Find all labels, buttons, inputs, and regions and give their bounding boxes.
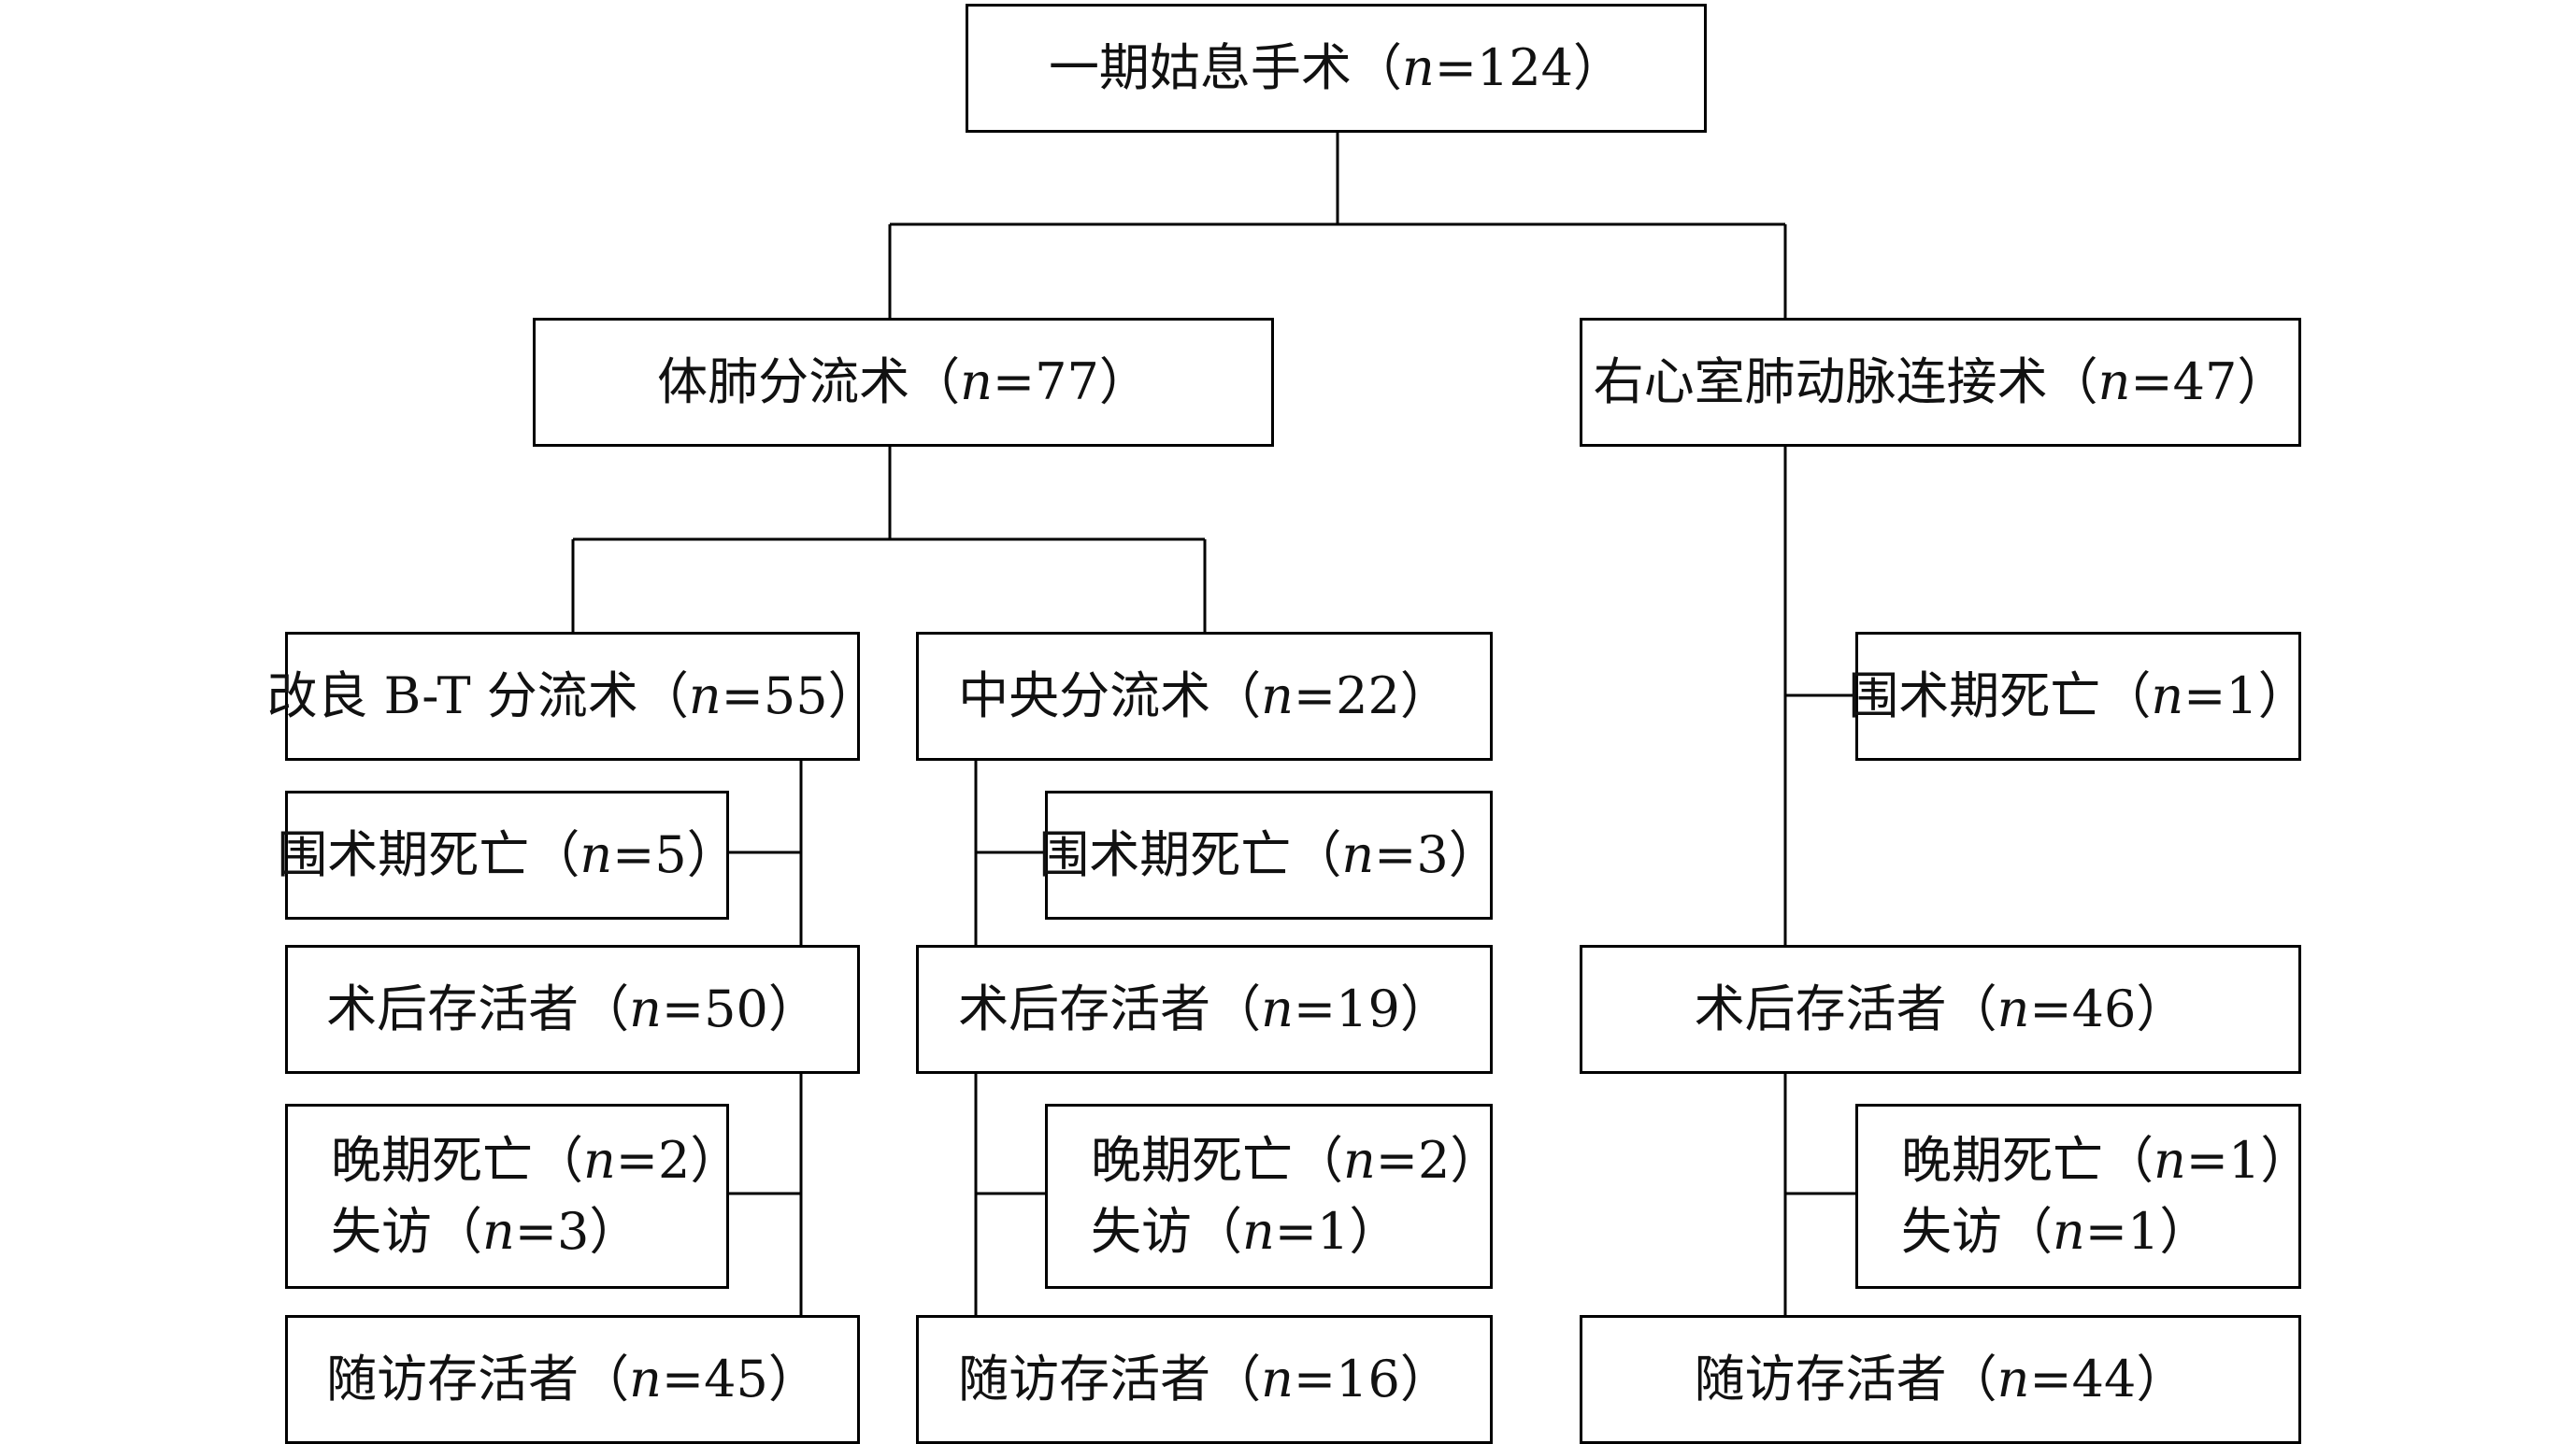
- node-mbt-late-death-lost: 晚期死亡（n=2） 失访（n=3）: [285, 1104, 740, 1289]
- node-label: 体肺分流术: [657, 352, 910, 412]
- n-symbol: n: [1341, 825, 1375, 885]
- node-rvpa-perioperative-death: 围术期死亡（n=1）: [1848, 632, 2309, 761]
- node-text: 右心室肺动脉连接术（n=47）: [1593, 352, 2288, 412]
- node-text: 围术期死亡（n=3）: [1038, 825, 1499, 885]
- node-count: 16: [1336, 1350, 1400, 1409]
- n-symbol: n: [960, 352, 993, 412]
- n-symbol: n: [1261, 666, 1294, 726]
- node-text: 中央分流术（n=22）: [958, 666, 1451, 726]
- node-count: 1: [1317, 1202, 1350, 1261]
- node-count: 3: [1416, 825, 1449, 885]
- node-label: 右心室肺动脉连接术: [1593, 352, 2048, 412]
- node-label: 失访: [1091, 1202, 1192, 1261]
- node-label: 术后存活者: [958, 979, 1211, 1039]
- node-count: 1: [2127, 1202, 2160, 1261]
- node-label: 改良 B-T 分流术: [266, 666, 638, 726]
- n-symbol: n: [1343, 1131, 1376, 1191]
- node-rvpa-followup-survivors: 随访存活者（n=44）: [1580, 1315, 2301, 1444]
- n-symbol: n: [629, 979, 662, 1039]
- node-central-shunt: 中央分流术（n=22）: [916, 632, 1493, 761]
- node-label: 晚期死亡: [1901, 1131, 2103, 1191]
- n-symbol: n: [1996, 1350, 2030, 1409]
- node-text: 围术期死亡（n=5）: [277, 825, 737, 885]
- node-count: 77: [1035, 352, 1099, 412]
- node-count: 1: [2228, 1131, 2261, 1191]
- node-text: 围术期死亡（n=1）: [1848, 666, 2309, 726]
- node-count: 2: [658, 1131, 691, 1191]
- n-symbol: n: [629, 1350, 662, 1409]
- n-symbol: n: [482, 1202, 515, 1261]
- node-count: 5: [654, 825, 687, 885]
- node-central-late-death-lost: 晚期死亡（n=2） 失访（n=1）: [1045, 1104, 1500, 1289]
- node-central-perioperative-death: 围术期死亡（n=3）: [1038, 791, 1499, 920]
- node-label: 围术期死亡: [1038, 825, 1292, 885]
- n-symbol: n: [583, 1131, 616, 1191]
- node-text-lost-follow-up: 失访（n=3）: [331, 1202, 640, 1261]
- node-label: 晚期死亡: [1091, 1131, 1293, 1191]
- node-central-followup-survivors: 随访存活者（n=16）: [916, 1315, 1493, 1444]
- node-modified-bt-shunt: 改良 B-T 分流术（n=55）: [266, 632, 879, 761]
- node-mbt-perioperative-death: 围术期死亡（n=5）: [277, 791, 737, 920]
- node-label: 一期姑息手术: [1048, 38, 1352, 98]
- node-mbt-followup-survivors: 随访存活者（n=45）: [285, 1315, 860, 1444]
- node-count: 55: [763, 666, 828, 726]
- node-count: 46: [2071, 979, 2137, 1039]
- node-text-lost-follow-up: 失访（n=1）: [1091, 1202, 1400, 1261]
- node-count: 45: [704, 1350, 768, 1409]
- n-symbol: n: [2151, 666, 2184, 726]
- n-symbol: n: [580, 825, 613, 885]
- node-text: 随访存活者（n=44）: [1694, 1350, 2187, 1409]
- node-initial-palliative-surgery: 一期姑息手术（n=124）: [966, 4, 1707, 133]
- node-count: 2: [1418, 1131, 1451, 1191]
- n-symbol: n: [1242, 1202, 1275, 1261]
- node-count: 44: [2071, 1350, 2137, 1409]
- node-count: 19: [1336, 979, 1400, 1039]
- node-label: 随访存活者: [1694, 1350, 1947, 1409]
- n-symbol: n: [688, 666, 722, 726]
- node-count: 47: [2172, 352, 2238, 412]
- n-symbol: n: [1261, 979, 1294, 1039]
- n-symbol: n: [2097, 352, 2131, 412]
- n-symbol: n: [2053, 1202, 2085, 1261]
- node-count: 22: [1336, 666, 1400, 726]
- node-count: 124: [1476, 38, 1574, 98]
- node-label: 围术期死亡: [1848, 666, 2101, 726]
- node-text: 术后存活者（n=46）: [1694, 979, 2187, 1039]
- node-text: 术后存活者（n=19）: [958, 979, 1451, 1039]
- node-label: 随访存活者: [958, 1350, 1211, 1409]
- node-label: 中央分流术: [958, 666, 1211, 726]
- node-text: 随访存活者（n=45）: [326, 1350, 819, 1409]
- node-central-postoperative-survivors: 术后存活者（n=19）: [916, 945, 1493, 1074]
- node-text-lost-follow-up: 失访（n=1）: [1901, 1202, 2211, 1261]
- node-count: 1: [2225, 666, 2258, 726]
- node-rvpa-postoperative-survivors: 术后存活者（n=46）: [1580, 945, 2301, 1074]
- node-label: 晚期死亡: [331, 1131, 533, 1191]
- node-systemic-pulmonary-shunt: 体肺分流术（n=77）: [533, 318, 1274, 447]
- node-text: 体肺分流术（n=77）: [657, 352, 1150, 412]
- n-symbol: n: [1261, 1350, 1294, 1409]
- node-label: 随访存活者: [326, 1350, 580, 1409]
- n-symbol: n: [1401, 38, 1435, 98]
- node-count: 3: [557, 1202, 590, 1261]
- node-label: 失访: [331, 1202, 432, 1261]
- node-label: 术后存活者: [1694, 979, 1947, 1039]
- node-label: 术后存活者: [326, 979, 580, 1039]
- node-text: 随访存活者（n=16）: [958, 1350, 1451, 1409]
- node-text: 一期姑息手术（n=124）: [1048, 38, 1624, 98]
- node-text-late-death: 晚期死亡（n=2）: [331, 1131, 741, 1191]
- node-text: 改良 B-T 分流术（n=55）: [266, 666, 879, 726]
- node-text-late-death: 晚期死亡（n=2）: [1091, 1131, 1501, 1191]
- node-rvpa-late-death-lost: 晚期死亡（n=1） 失访（n=1）: [1855, 1104, 2311, 1289]
- n-symbol: n: [2154, 1131, 2186, 1191]
- n-symbol: n: [1996, 979, 2030, 1039]
- node-text-late-death: 晚期死亡（n=1）: [1901, 1131, 2311, 1191]
- node-rv-pa-connection: 右心室肺动脉连接术（n=47）: [1580, 318, 2301, 447]
- node-text: 术后存活者（n=50）: [326, 979, 819, 1039]
- node-count: 50: [704, 979, 768, 1039]
- node-label: 失访: [1901, 1202, 2002, 1261]
- node-label: 围术期死亡: [277, 825, 530, 885]
- node-mbt-postoperative-survivors: 术后存活者（n=50）: [285, 945, 860, 1074]
